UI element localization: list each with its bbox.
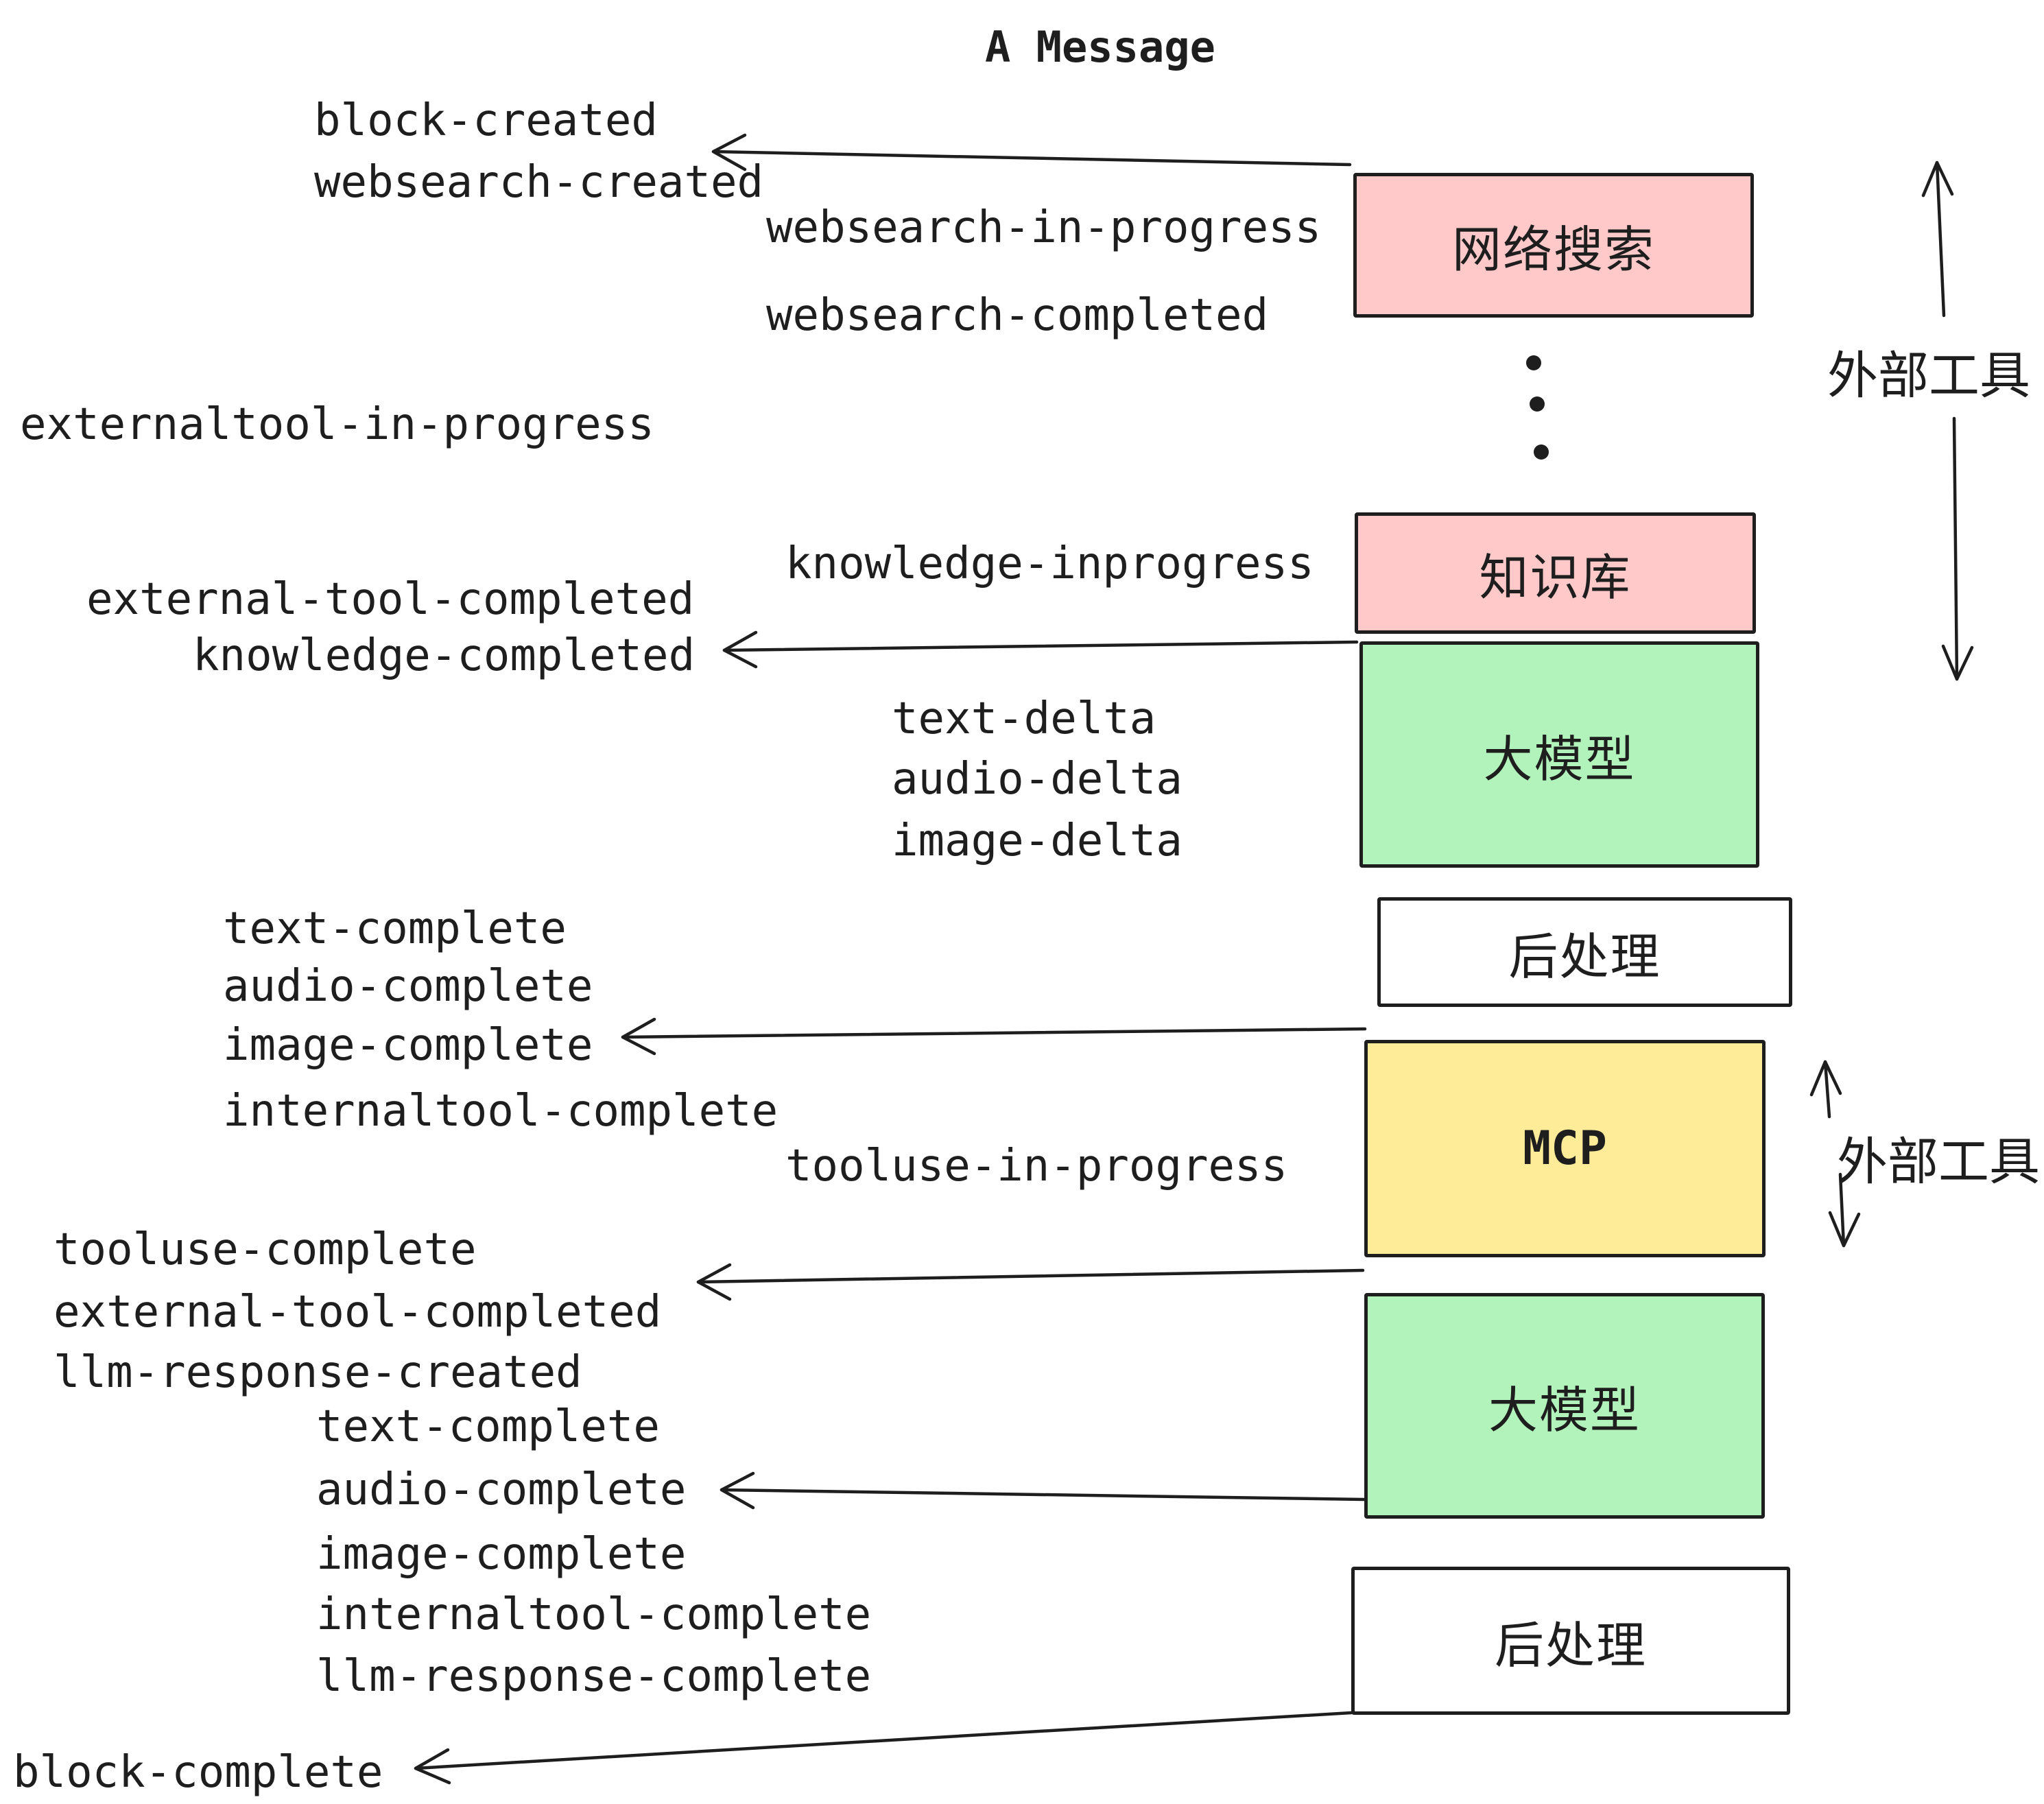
event-internaltool-complete-1: internaltool-complete [223, 1086, 779, 1137]
event-text-complete-1: text-complete [223, 903, 567, 954]
external-tool-label-top: 外部工具 [1827, 346, 2030, 405]
event-block-created: block-created [314, 95, 658, 146]
event-external-tool-completed-1: external-tool-completed [86, 574, 695, 625]
box-websearch-label: 网络搜索 [1451, 221, 1655, 278]
external-tool-arrow-bottom [1809, 1060, 1861, 1248]
box-post-1-label: 后处理 [1508, 927, 1661, 986]
event-knowledge-completed: knowledge-completed [193, 630, 696, 681]
box-websearch: 网络搜索 [1353, 173, 1754, 318]
box-llm-1-label: 大模型 [1483, 730, 1636, 788]
box-post-1: 后处理 [1377, 897, 1792, 1007]
event-image-complete-2: image-complete [316, 1529, 687, 1580]
arrow-to-audio-complete [720, 1471, 1366, 1510]
event-tooluse-in-progress: tooluse-in-progress [785, 1141, 1288, 1191]
box-llm-1: 大模型 [1359, 641, 1759, 868]
event-websearch-created: websearch-created [314, 157, 764, 208]
arrow-to-block-created [711, 133, 1352, 171]
box-llm-2: 大模型 [1364, 1293, 1765, 1519]
event-text-complete-2: text-complete [316, 1401, 660, 1452]
event-audio-complete-1: audio-complete [223, 961, 593, 1012]
external-tool-arrow-top [1921, 161, 1974, 681]
arrow-to-knowledge-completed [722, 630, 1359, 669]
event-block-complete: block-complete [13, 1747, 383, 1798]
event-text-delta-1: text-delta [892, 693, 1156, 744]
box-post-2: 后处理 [1351, 1567, 1790, 1715]
event-internaltool-complete-2: internaltool-complete [316, 1589, 872, 1640]
box-llm-2-label: 大模型 [1488, 1381, 1641, 1439]
box-knowledge-label: 知识库 [1479, 549, 1632, 606]
arrow-to-image-complete [621, 1017, 1367, 1056]
event-image-delta-1: image-delta [892, 816, 1183, 866]
event-externaltool-in-progress: externaltool-in-progress [20, 399, 654, 450]
box-mcp-label: MCP [1523, 1121, 1607, 1176]
arrow-to-tooluse-complete [696, 1263, 1365, 1301]
event-image-complete-1: image-complete [223, 1020, 593, 1071]
event-audio-complete-2: audio-complete [316, 1464, 687, 1515]
box-knowledge: 知识库 [1355, 512, 1756, 634]
event-llm-response-created: llm-response-created [54, 1347, 582, 1398]
box-mcp: MCP [1364, 1040, 1766, 1257]
event-knowledge-inprogress: knowledge-inprogress [785, 538, 1314, 589]
event-websearch-completed: websearch-completed [766, 290, 1269, 341]
event-llm-response-complete: llm-response-complete [316, 1651, 872, 1702]
event-websearch-in-progress: websearch-in-progress [766, 202, 1322, 253]
vertical-ellipsis-icon [1526, 355, 1549, 460]
external-tool-label-bottom: 外部工具 [1837, 1132, 2040, 1191]
event-external-tool-completed-2: external-tool-completed [54, 1287, 662, 1338]
event-audio-delta-1: audio-delta [892, 754, 1183, 805]
diagram-title: A Message [985, 22, 1215, 72]
box-post-2-label: 后处理 [1494, 1616, 1647, 1674]
event-tooluse-complete: tooluse-complete [54, 1224, 477, 1275]
arrow-to-block-complete [414, 1711, 1353, 1785]
